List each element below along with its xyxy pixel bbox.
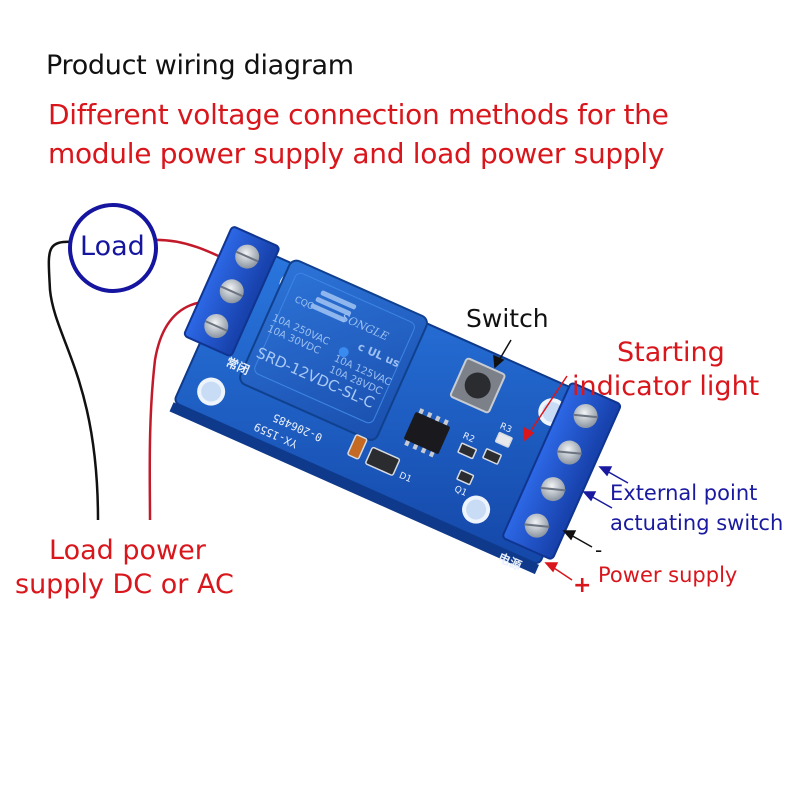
- relay: [239, 259, 428, 441]
- diagram-title: Product wiring diagram: [46, 50, 354, 81]
- load-label: Load: [80, 231, 145, 262]
- minus-arrow: [562, 530, 593, 548]
- board-ref-r2: R2: [461, 431, 476, 445]
- board-ref-d1: D1: [397, 471, 413, 485]
- load-power-label-line-1: Load power: [49, 535, 206, 566]
- external-switch-arrows: [582, 466, 629, 509]
- indicator-led: [494, 431, 513, 448]
- ic-chip: [404, 412, 450, 454]
- subtitle-line-1: Different voltage connection methods for…: [48, 98, 669, 131]
- board-ref-r3: R3: [498, 422, 513, 436]
- switch-label: Switch: [466, 304, 549, 333]
- load-power-label-line-2: supply DC or AC: [15, 569, 234, 600]
- black-wire: [47, 240, 100, 521]
- board-ref-q1: Q1: [453, 484, 469, 498]
- power-terminal-block: [502, 382, 622, 560]
- load-circle: [68, 203, 158, 293]
- switch-arrow: [493, 339, 512, 369]
- indicator-arrow: [523, 375, 568, 442]
- relay-module-board: SONGLE CQC 10A 250VAC 10A 30VDC 10A 125V…: [169, 226, 622, 575]
- minus-label: -: [595, 538, 603, 562]
- power-supply-label: Power supply: [598, 563, 738, 587]
- load-terminal-block: [183, 226, 280, 357]
- external-switch-label-line-1: External point: [610, 481, 758, 505]
- push-button-switch: [449, 357, 506, 414]
- starting-indicator-label-line-2: indicator light: [572, 371, 760, 402]
- external-switch-label-line-2: actuating switch: [610, 511, 784, 535]
- subtitle-line-2: module power supply and load power suppl…: [48, 137, 665, 170]
- starting-indicator-label-line-1: Starting: [617, 337, 725, 368]
- plus-label: +: [573, 573, 592, 598]
- plus-arrow: [544, 562, 573, 581]
